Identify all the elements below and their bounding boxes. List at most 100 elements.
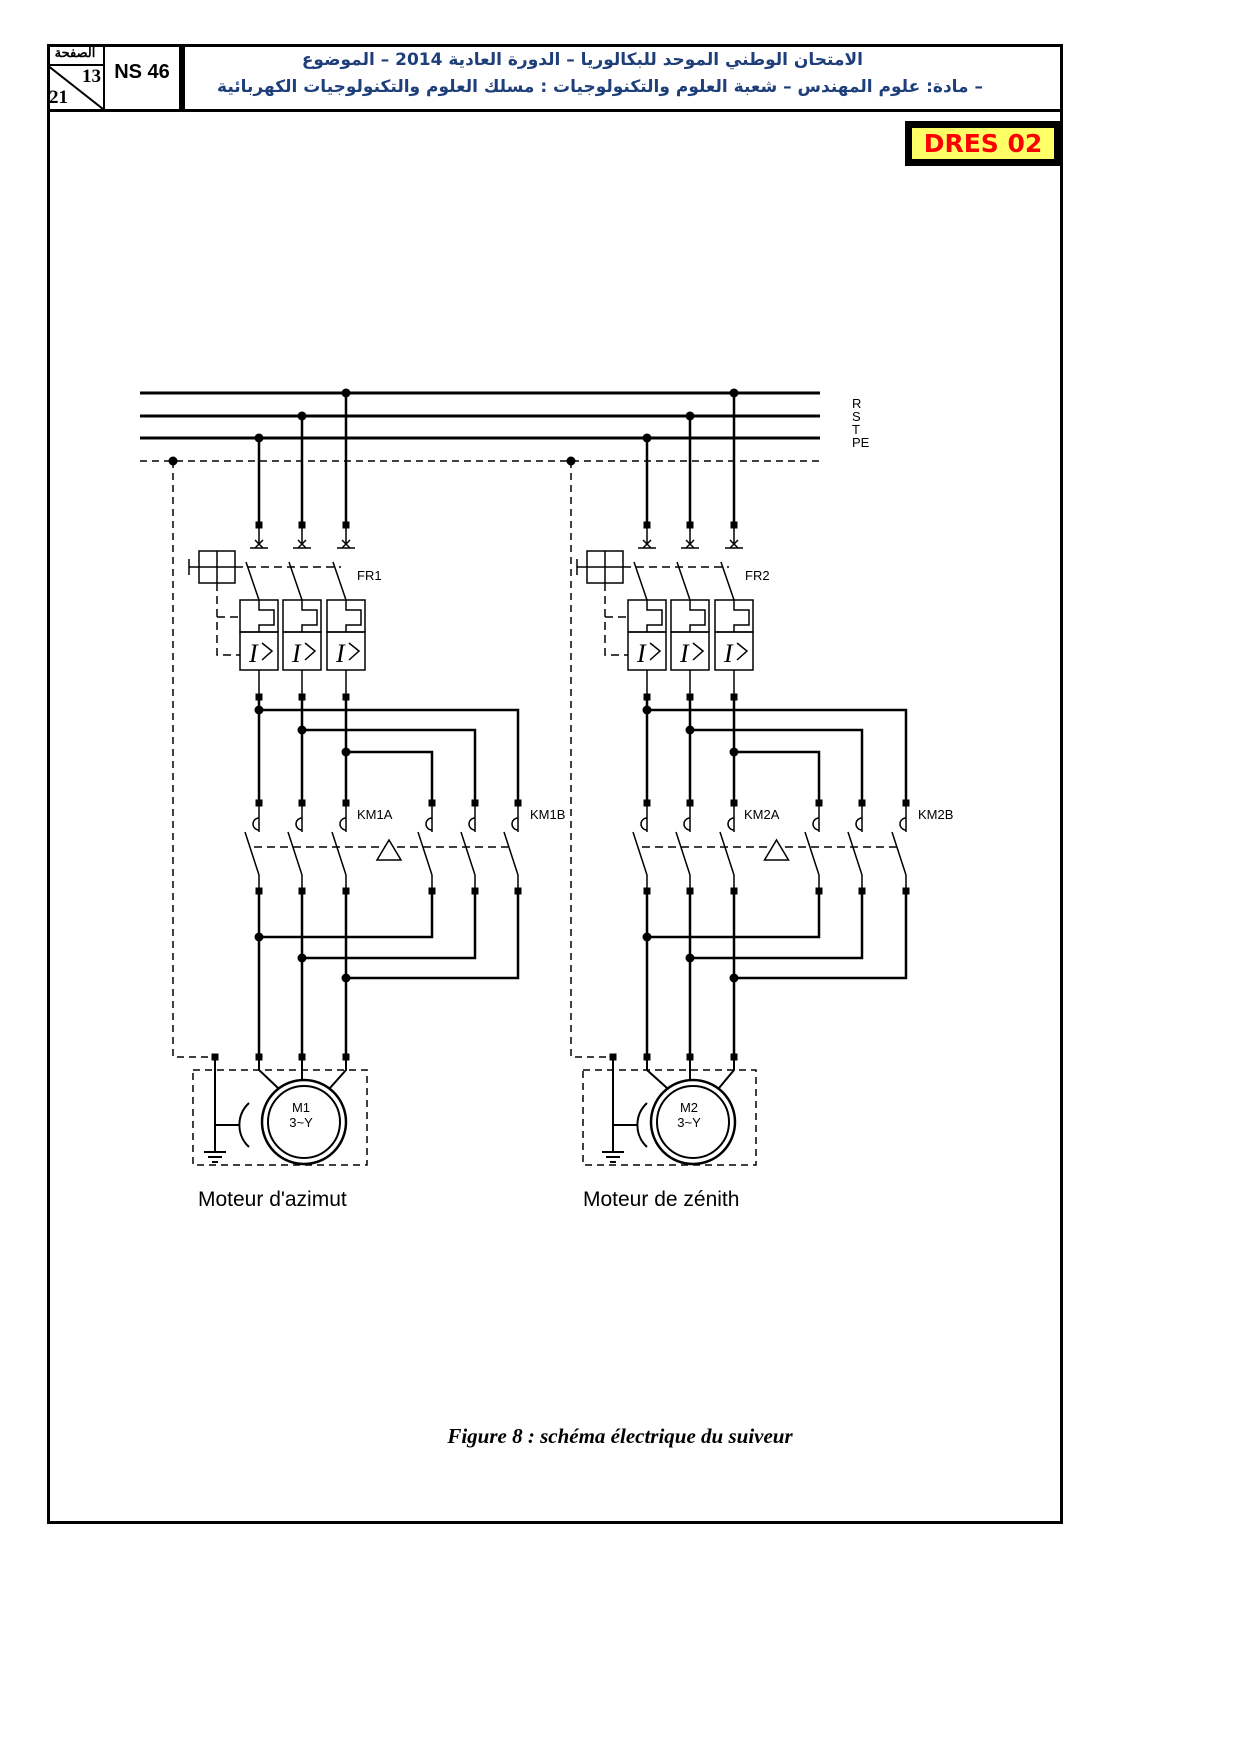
document-badge-label: DRES 02 [910, 126, 1056, 161]
s1-km-b-feed-1 [302, 728, 477, 803]
s1-km-b-return-2 [346, 891, 520, 980]
exam-code: NS 46 [114, 61, 170, 83]
s1-motor-outer-circle [260, 1078, 348, 1166]
s2-km-b-return-0 [647, 891, 821, 939]
s2-motor-lead-2 [718, 1057, 735, 1089]
s2-breaker-blade-0 [633, 561, 648, 601]
s2-contactor-blade-3 [804, 831, 820, 876]
contactor-label-km1a: KM1A [357, 807, 393, 822]
s1-isolator-x-b-0 [254, 539, 264, 549]
page-total: 21 [49, 87, 68, 108]
s1-magnetic-symbol-2: I [335, 639, 346, 668]
s2-magnetic-arrow-0 [649, 642, 662, 661]
s2-isolator-x-b-0 [642, 539, 652, 549]
s2-contactor-blade-1 [675, 831, 691, 876]
contactor-label-km2b: KM2B [918, 807, 954, 822]
s2-thermal-element-2 [733, 600, 750, 632]
s1-breaker-blade-2 [332, 561, 347, 601]
s1-isolator-x-b-2 [341, 539, 351, 549]
motor-id-m2: M2 [679, 1100, 699, 1115]
s2-thermal-element-0 [646, 600, 663, 632]
bus-label-s: S [852, 409, 861, 424]
breaker-label-fr2: FR2 [745, 568, 770, 583]
s1-contactor-blade-4 [460, 831, 476, 876]
s2-contactor-arc-1 [683, 817, 691, 831]
s2-motor-inner-circle [656, 1085, 730, 1159]
s2-magnetic-symbol-2: I [723, 639, 734, 668]
s2-motor-enclosure [582, 1069, 757, 1166]
document-badge: DRES 02 [905, 121, 1061, 166]
exam-title-cell: الامتحان الوطني الموحد للبكالوريا – الدو… [187, 44, 1063, 109]
s2-contactor-arc-0 [640, 817, 648, 831]
s1-contactor-arc-0 [252, 817, 260, 831]
s1-breaker-blade-1 [288, 561, 303, 601]
s2-contactor-blade-4 [847, 831, 863, 876]
motor-caption-zenith: Moteur de zénith [583, 1188, 740, 1211]
s1-km-b-feed-0 [259, 708, 520, 803]
s1-contactor-arc-4 [468, 817, 476, 831]
s1-contactor-arc-2 [339, 817, 347, 831]
s1-contactor-arc-3 [425, 817, 433, 831]
s2-magnetic-arrow-1 [692, 642, 705, 661]
s2-contactor-arc-4 [855, 817, 863, 831]
s1-pe-wire [172, 461, 215, 1058]
bus-label-t: T [852, 422, 860, 437]
s2-breaker-blade-2 [720, 561, 735, 601]
s2-km-b-return-1 [690, 891, 864, 960]
page-label: الصفحة [47, 44, 103, 66]
motor-type-m2: 3~Y [677, 1115, 701, 1130]
s2-magnetic-symbol-1: I [679, 639, 690, 668]
s1-interlock-triangle-icon [375, 838, 403, 861]
s1-magnetic-symbol-0: I [248, 639, 259, 668]
s2-thermal-element-1 [689, 600, 706, 632]
s1-frame-ground-arc [238, 1102, 250, 1148]
s1-motor-lead-0 [258, 1057, 279, 1089]
page-current: 13 [82, 66, 101, 87]
s2-contactor-arc-5 [899, 817, 907, 831]
exam-title-line2: – مادة: علوم المهندس – شعبة العلوم والتك… [217, 77, 983, 97]
contactor-label-km1b: KM1B [530, 807, 566, 822]
s1-km-b-return-0 [259, 891, 434, 939]
bus-label-pe: PE [852, 435, 870, 450]
motor-id-m1: M1 [291, 1100, 311, 1115]
s1-contactor-arc-5 [511, 817, 519, 831]
s2-interlock-triangle-icon [763, 838, 790, 861]
s2-isolator-x-b-1 [685, 539, 695, 549]
s1-motor-inner-circle [267, 1085, 341, 1159]
s2-contactor-blade-0 [632, 831, 648, 876]
bus-label-r: R [852, 396, 862, 411]
s2-breaker-blade-1 [676, 561, 691, 601]
exam-title-line1: الامتحان الوطني الموحد للبكالوريا – الدو… [301, 50, 863, 70]
s2-contactor-blade-5 [891, 831, 907, 876]
s1-breaker-blade-0 [245, 561, 260, 601]
s2-trip-link-magnetic [604, 583, 628, 656]
s1-contactor-arc-1 [295, 817, 303, 831]
s1-isolator-x-b-1 [297, 539, 307, 549]
s2-contactor-arc-3 [812, 817, 820, 831]
s1-contactor-blade-2 [331, 831, 347, 876]
figure-caption: Figure 8 : schéma électrique du suiveur [447, 1424, 793, 1448]
s2-magnetic-arrow-2 [736, 642, 749, 661]
s1-motor-lead-2 [329, 1057, 347, 1089]
page-frame [47, 44, 1063, 1524]
s1-thermal-element-2 [345, 600, 362, 632]
s1-trip-link-magnetic [216, 583, 240, 656]
s2-contactor-blade-2 [719, 831, 735, 876]
page-diagonal-divider [47, 65, 103, 109]
s2-km-b-return-2 [734, 891, 908, 980]
s2-contactor-arc-2 [727, 817, 735, 831]
s2-motor-outer-circle [649, 1078, 737, 1166]
s1-motor-enclosure [192, 1069, 368, 1166]
s1-magnetic-arrow-1 [304, 642, 317, 661]
s2-km-b-feed-0 [647, 708, 908, 803]
s1-contactor-blade-5 [503, 831, 519, 876]
breaker-label-fr1: FR1 [357, 568, 382, 583]
s1-km-b-return-1 [302, 891, 477, 960]
contactor-label-km2a: KM2A [744, 807, 780, 822]
s1-contactor-blade-3 [417, 831, 433, 876]
s1-magnetic-symbol-1: I [291, 639, 302, 668]
s2-magnetic-symbol-0: I [636, 639, 647, 668]
motor-type-m1: 3~Y [289, 1115, 313, 1130]
s1-thermal-element-0 [258, 600, 275, 632]
